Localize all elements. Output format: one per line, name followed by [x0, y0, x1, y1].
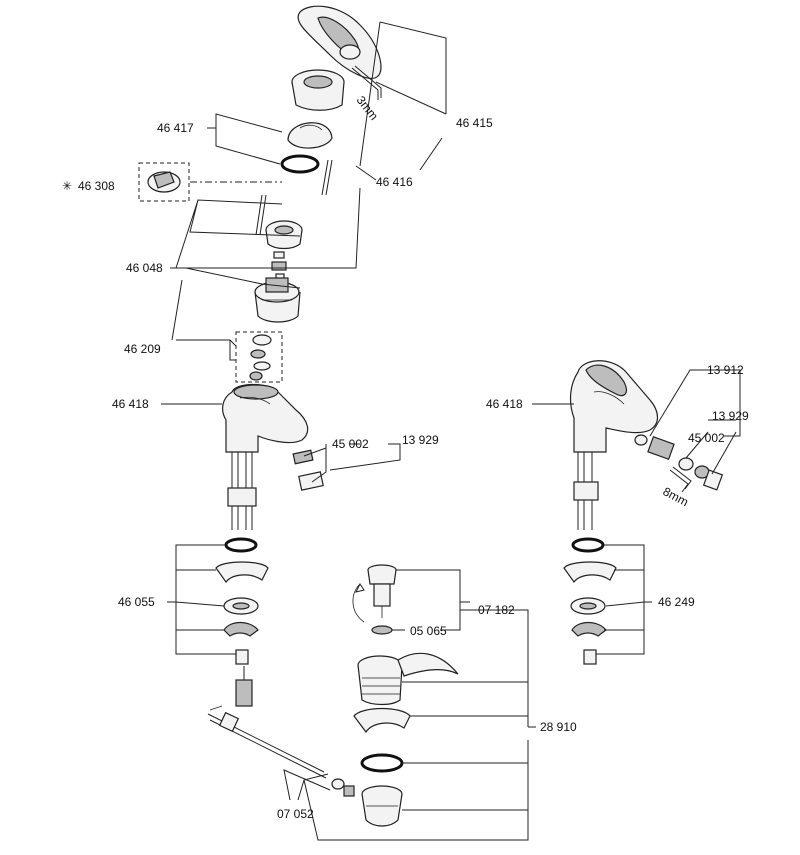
spare-part-mark: ✳: [62, 179, 72, 193]
supply-hoses-left: [227, 452, 257, 530]
hex-key-8mm: [669, 466, 692, 493]
faucet-body-right: [569, 360, 659, 453]
seal-kit-46209: [235, 331, 283, 383]
label-tool-3mm: 3mm: [354, 93, 381, 123]
label-45002-left: 45 002: [332, 437, 369, 451]
pop-up-plug: [352, 564, 397, 623]
label-46418-right: 46 418: [486, 397, 523, 411]
pin-rod: [321, 159, 333, 196]
label-07052: 07 052: [277, 807, 314, 821]
label-28910: 28 910: [540, 720, 577, 734]
label-46418-left: 46 418: [112, 397, 149, 411]
label-46048: 46 048: [126, 261, 163, 275]
supply-hoses-right: [573, 452, 599, 530]
cartridge: [254, 277, 301, 323]
handle-lever: [297, 5, 382, 79]
plug-seal-05065: [371, 625, 393, 635]
label-46209: 46 209: [124, 342, 161, 356]
label-45002-right: 45 002: [688, 431, 725, 445]
faucet-body-left: [222, 383, 309, 453]
drain-washers: [353, 707, 411, 773]
label-46415: 46 415: [456, 116, 493, 130]
label-07182: 07 182: [478, 603, 515, 617]
small-parts-stack: [271, 251, 287, 281]
label-46308: 46 308: [78, 179, 115, 193]
leader-lines: [161, 21, 741, 841]
label-46055: 46 055: [118, 595, 155, 609]
part-labels: 46 415 46 416 46 417 ✳ 46 308 46 048 46 …: [62, 93, 749, 821]
label-13929-right: 13 929: [712, 409, 749, 423]
mounting-kit-right: [563, 537, 617, 665]
pop-up-rod-07052: [207, 666, 355, 797]
cap-46308: [138, 162, 190, 202]
aerator-right: [634, 434, 724, 491]
aerator-left: [292, 449, 324, 491]
label-05065: 05 065: [410, 624, 447, 638]
label-13912: 13 912: [707, 363, 744, 377]
drain-flange: [361, 785, 403, 827]
label-13929-left: 13 929: [402, 433, 439, 447]
label-46249: 46 249: [658, 595, 695, 609]
label-46416: 46 416: [376, 175, 413, 189]
hex-key-3mm: [351, 65, 382, 100]
mounting-kit-left: [215, 537, 269, 665]
handle-adapter: [291, 69, 345, 111]
label-46417: 46 417: [157, 121, 194, 135]
long-pin: [255, 194, 267, 236]
o-ring-46416: [280, 154, 320, 174]
cap-dome: [287, 122, 333, 149]
drain-body: [357, 652, 459, 706]
